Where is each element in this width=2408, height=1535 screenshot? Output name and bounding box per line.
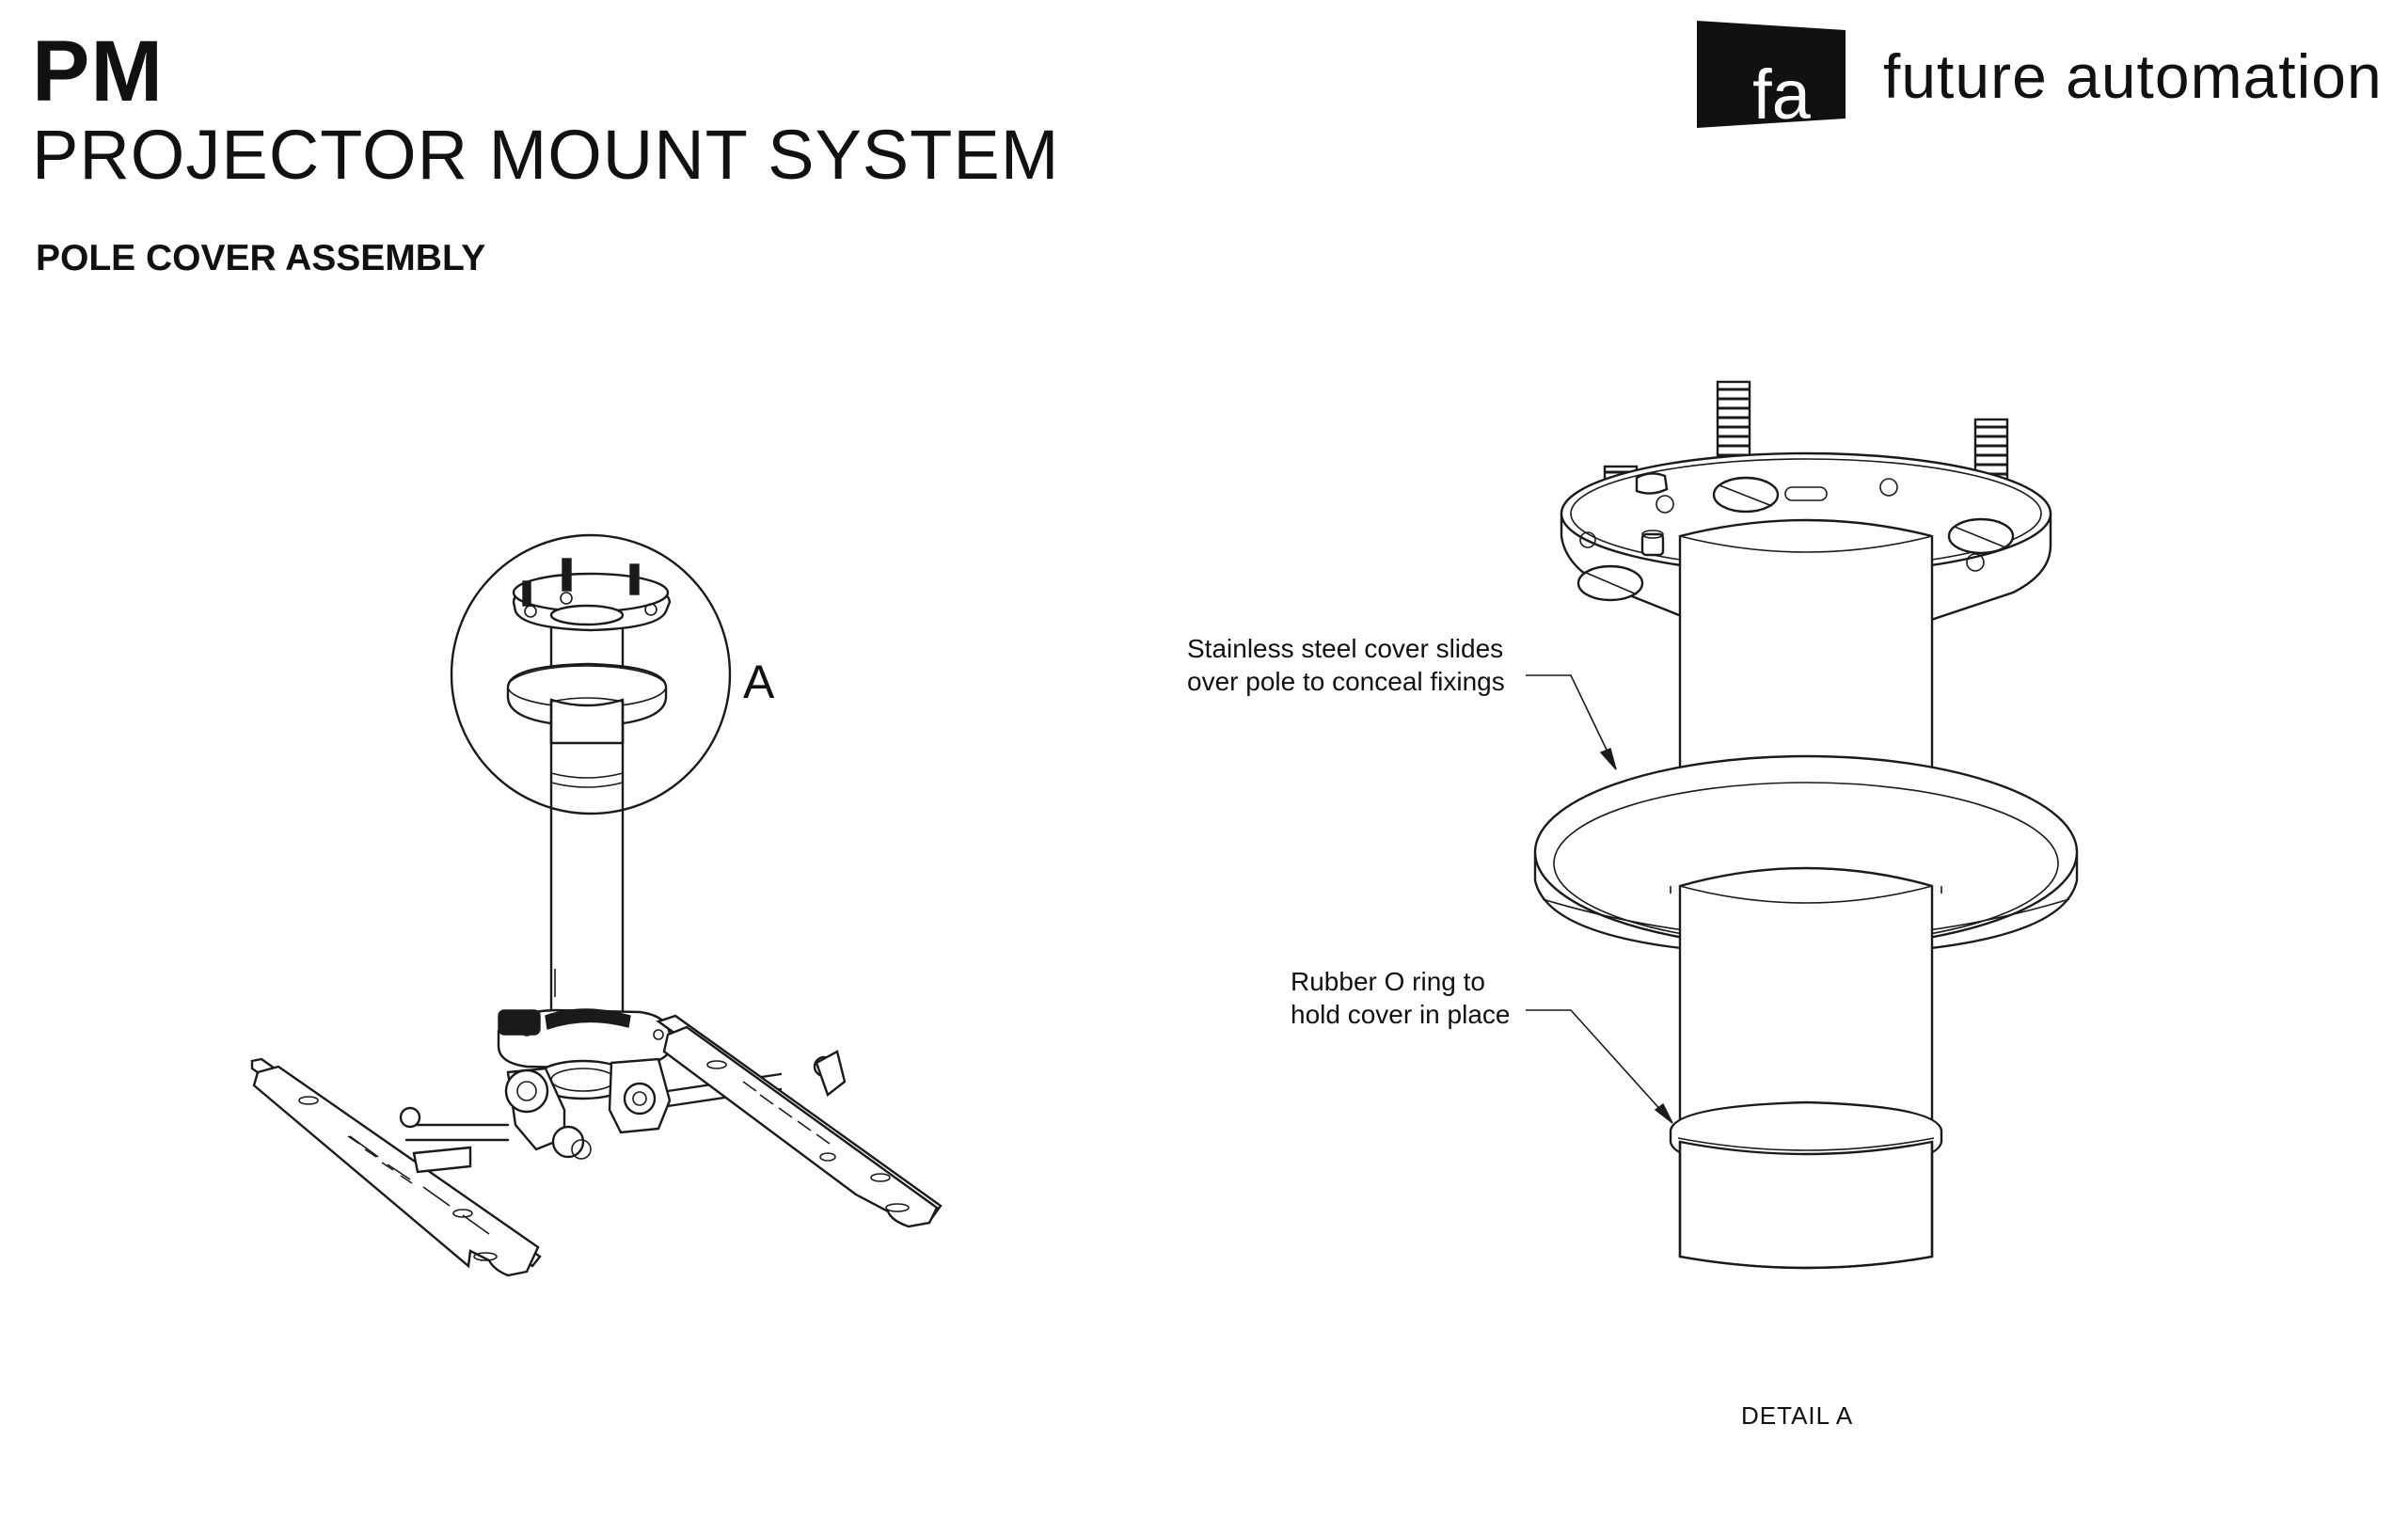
overview-left-bracket	[250, 1057, 542, 1277]
callout-o-ring-line-2: hold cover in place	[1291, 1000, 1511, 1029]
callout-pole-cover: Stainless steel cover slides over pole t…	[1187, 632, 1505, 698]
brand-logo-letters: fa	[1752, 55, 1812, 128]
detail-marker-label: A	[743, 656, 775, 708]
detail-caption: DETAIL A	[1741, 1401, 1854, 1430]
detail-assembly	[1526, 380, 2079, 1270]
overview-right-bracket	[656, 1014, 943, 1228]
detail-lower-pole	[1670, 866, 1942, 1121]
overview-ceiling-plate	[512, 558, 672, 632]
detail-circle	[450, 533, 732, 815]
drawing-subtitle: POLE COVER ASSEMBLY	[36, 238, 486, 278]
brand-name: future automation	[1883, 41, 2383, 111]
callout-pole-cover-line-2: over pole to conceal fixings	[1187, 667, 1505, 696]
overview-tilt-hub	[497, 1008, 672, 1160]
product-code: PM	[32, 24, 164, 119]
callout-o-ring-line-1: Rubber O ring to	[1291, 967, 1485, 996]
callout-pole-cover-line-1: Stainless steel cover slides	[1187, 634, 1504, 663]
detail-leader-lines	[1526, 674, 1673, 1124]
brand-logo-icon: fa	[1697, 21, 1846, 128]
overview-pole-cover	[506, 662, 668, 745]
callout-o-ring: Rubber O ring to hold cover in place	[1291, 965, 1510, 1031]
detail-o-ring	[1669, 1100, 1943, 1270]
product-title: PROJECTOR MOUNT SYSTEM	[32, 116, 1060, 194]
overview-assembly	[250, 533, 943, 1277]
detail-upper-pole	[1678, 518, 1934, 783]
